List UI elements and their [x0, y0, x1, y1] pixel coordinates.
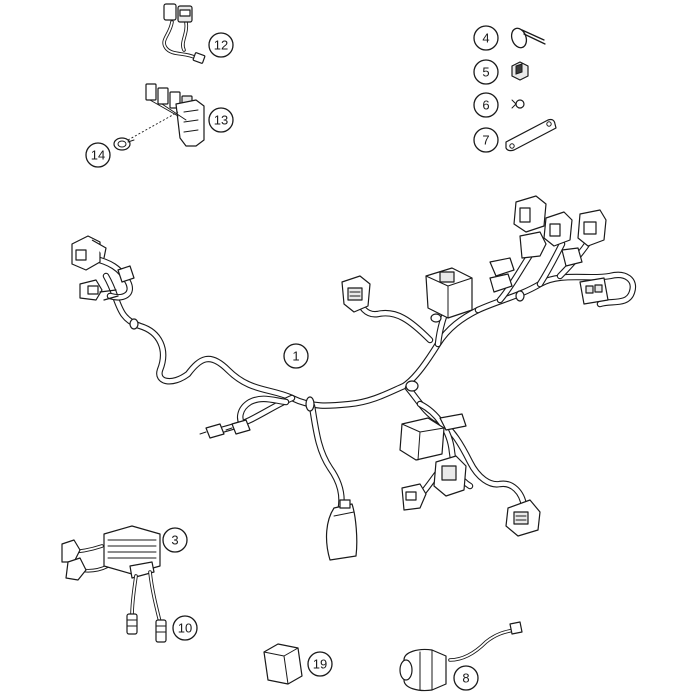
- badge-14-label: 14: [91, 148, 105, 163]
- badge-19-label: 19: [313, 657, 327, 672]
- badge-1-label: 1: [292, 349, 299, 364]
- badge-10: 10: [172, 615, 198, 641]
- badge-3: 3: [162, 527, 188, 553]
- part-8-sensor-cable[interactable]: [399, 621, 523, 692]
- badge-14: 14: [85, 142, 111, 168]
- part-7-bracket-strap[interactable]: [505, 118, 557, 152]
- badge-6-label: 6: [482, 98, 489, 113]
- part-6-nut[interactable]: [511, 99, 525, 109]
- badge-8: 8: [453, 665, 479, 691]
- badge-5: 5: [473, 59, 499, 85]
- badge-13-label: 13: [214, 113, 228, 128]
- badge-6: 6: [473, 92, 499, 118]
- badge-12-label: 12: [214, 38, 228, 53]
- part-10-terminals[interactable]: [126, 613, 167, 643]
- badge-19: 19: [307, 651, 333, 677]
- badge-7: 7: [473, 127, 499, 153]
- badge-4-label: 4: [482, 31, 489, 46]
- badge-12: 12: [208, 32, 234, 58]
- badge-13: 13: [208, 107, 234, 133]
- badge-7-label: 7: [482, 133, 489, 148]
- badge-5-label: 5: [482, 65, 489, 80]
- part-4-cable-tie[interactable]: [509, 26, 546, 50]
- part-14-grommet[interactable]: [113, 137, 135, 151]
- part-5-clip[interactable]: [511, 61, 529, 81]
- badge-1: 1: [283, 343, 309, 369]
- badge-10-label: 10: [178, 621, 192, 636]
- part-1-main-harness[interactable]: [71, 195, 637, 561]
- part-3-regulator[interactable]: [61, 525, 162, 624]
- badge-8-label: 8: [462, 671, 469, 686]
- part-19-box[interactable]: [263, 643, 303, 685]
- part-12-sub-harness[interactable]: [162, 3, 206, 64]
- badge-4: 4: [473, 25, 499, 51]
- part-13-connector-bracket[interactable]: [127, 83, 205, 147]
- badge-3-label: 3: [171, 533, 178, 548]
